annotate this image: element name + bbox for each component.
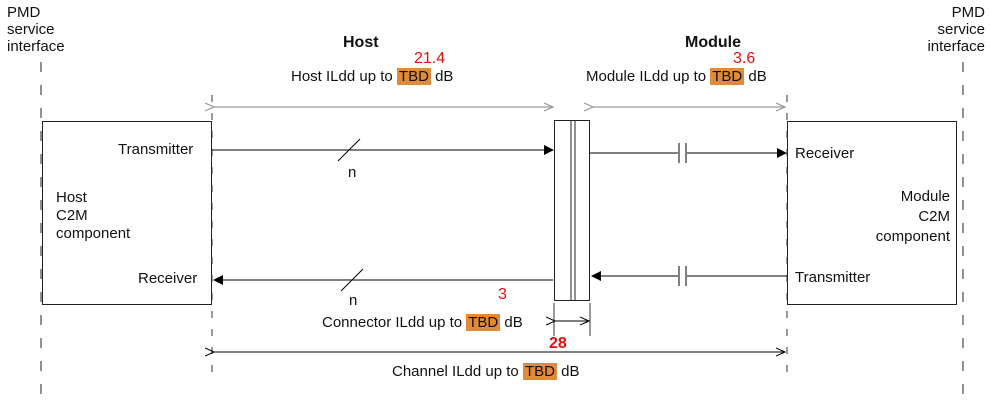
connector-budget-value: 3 [498, 286, 507, 303]
module-transmitter-label: Transmitter [795, 269, 871, 286]
host-tbd-highlight: TBD [396, 68, 431, 85]
bottom-lane-count: n [349, 292, 358, 309]
module-budget-label: Module ILdd up to TBD dB [586, 68, 767, 85]
channel-tbd-highlight: TBD [522, 363, 557, 380]
module-budget-value: 3.6 [733, 50, 756, 67]
host-component-label: Host C2M component [56, 189, 131, 242]
host-budget-label: Host ILdd up to TBD dB [291, 68, 454, 85]
module-receiver-label: Receiver [795, 145, 855, 162]
host-c2m-box [42, 121, 212, 305]
host-transmitter-label: Transmitter [118, 141, 194, 158]
connector-body [554, 120, 590, 301]
module-tbd-highlight: TBD [710, 68, 745, 85]
connector-budget-label: Connector ILdd up to TBD dB [322, 314, 523, 331]
channel-budget-value: 28 [549, 335, 567, 352]
module-c2m-box [787, 121, 957, 305]
host-receiver-label: Receiver [138, 270, 198, 287]
host-budget-value: 21.4 [414, 50, 446, 67]
host-rx-lane-slash [340, 268, 364, 292]
channel-budget-label: Channel ILdd up to TBD dB [392, 363, 580, 380]
top-lane-count: n [348, 164, 357, 181]
host-heading: Host [343, 34, 379, 51]
right-interface-label: PMD service interface [927, 4, 985, 55]
module-heading: Module [685, 34, 741, 51]
module-component-label: Module C2M component [875, 188, 950, 245]
connector-tbd-highlight: TBD [466, 314, 501, 331]
host-tx-lane-slash [337, 138, 361, 162]
left-interface-label: PMD service interface [7, 4, 65, 55]
